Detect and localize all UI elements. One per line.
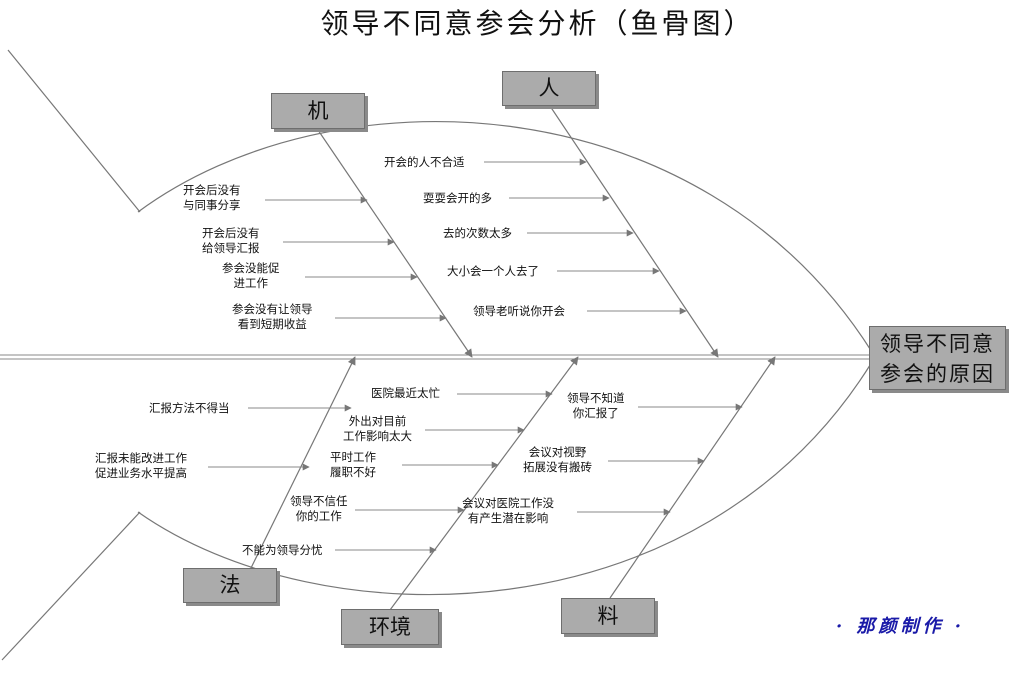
bone-people: [549, 105, 719, 358]
fish-body: [1, 49, 873, 661]
fish-upper-outline: [137, 121, 873, 353]
sub-arrows: [208, 158, 743, 554]
cause-label: 参会没有让领导 看到短期收益: [232, 302, 313, 331]
category-environment: 环境: [341, 609, 439, 645]
cause-label: 外出对目前 工作影响太大: [343, 414, 412, 443]
category-method: 法: [183, 568, 277, 603]
category-material: 料: [561, 598, 655, 634]
cause-label: 领导老听说你开会: [473, 304, 565, 318]
cause-label: 大小会一个人去了: [447, 264, 539, 278]
author-credit: · 那颜制作 ·: [836, 616, 966, 637]
cause-label: 去的次数太多: [443, 226, 512, 240]
category-machine: 机: [271, 93, 365, 129]
main-bones: [249, 105, 776, 611]
bone-method: [249, 356, 356, 571]
cause-label: 汇报未能改进工作 促进业务水平提高: [95, 451, 187, 480]
cause-label: 开会的人不合适: [384, 155, 465, 169]
tail-upper: [7, 49, 141, 213]
cause-label: 汇报方法不得当: [149, 401, 230, 415]
cause-label: 开会后没有 与同事分享: [183, 183, 241, 212]
head-text: 领导不同意 参会的原因: [880, 332, 995, 386]
bone-material: [609, 356, 776, 599]
cause-label: 开会后没有 给领导汇报: [202, 226, 260, 255]
category-people: 人: [502, 71, 596, 106]
fish-lower-outline: [137, 361, 873, 596]
cause-label: 领导不知道 你汇报了: [567, 391, 625, 420]
cause-label: 参会没能促 进工作: [222, 261, 280, 290]
fish-head-problem: 领导不同意 参会的原因: [869, 326, 1006, 390]
cause-label: 平时工作 履职不好: [330, 450, 376, 479]
cause-label: 领导不信任 你的工作: [290, 494, 348, 523]
cause-label: 会议对视野 拓展没有搬砖: [523, 445, 592, 474]
cause-label: 不能为领导分忧: [242, 543, 323, 557]
tail-lower: [1, 511, 141, 661]
spine-group: [0, 354, 872, 360]
bone-environment: [389, 356, 579, 611]
cause-label: 会议对医院工作没 有产生潜在影响: [462, 496, 554, 525]
cause-label: 耍耍会开的多: [423, 191, 492, 205]
page-title: 领导不同意参会分析（鱼骨图）: [320, 7, 755, 40]
cause-label: 医院最近太忙: [371, 386, 440, 400]
